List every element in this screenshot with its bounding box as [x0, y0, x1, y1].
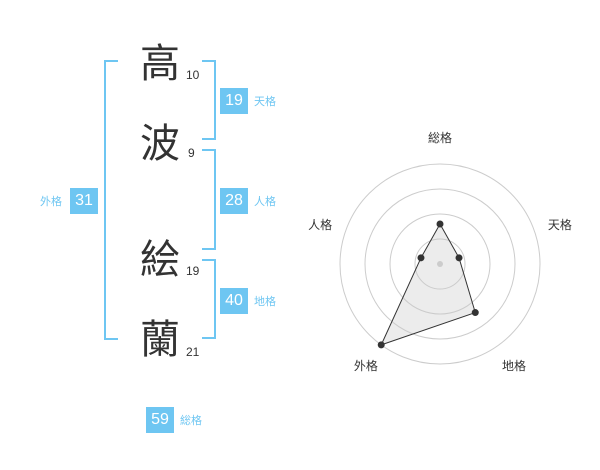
name-char-3: 絵: [140, 237, 180, 283]
tenkaku-value: 19: [220, 88, 248, 114]
radar-rings: [339, 163, 541, 365]
radar-center: [437, 261, 443, 267]
radar-point-0: [436, 220, 444, 228]
radar-ring: [339, 163, 541, 365]
stroke-count-1: 10: [186, 68, 200, 82]
radar-axis-label-4: 人格: [308, 217, 332, 232]
jinkaku-bracket: [202, 149, 216, 250]
gaikaku-value: 31: [70, 188, 98, 214]
radar-point-4: [417, 254, 425, 262]
radar-axis-label-2: 地格: [502, 358, 526, 373]
radar-point-1: [455, 254, 463, 262]
radar-points: [377, 220, 479, 349]
stroke-count-4: 21: [186, 345, 200, 359]
chikaku-bracket: [202, 259, 216, 339]
gaikaku-bracket: [104, 60, 118, 340]
radar-axis-label-3: 外格: [354, 358, 378, 373]
stroke-count-3: 19: [186, 264, 200, 278]
radar-axis-label-1: 天格: [548, 217, 572, 232]
name-char-4: 蘭: [140, 317, 180, 363]
gaikaku-label: 外格: [40, 195, 62, 208]
soukaku-value: 59: [146, 407, 174, 433]
stroke-count-2: 9: [188, 146, 195, 160]
chikaku-value: 40: [220, 288, 248, 314]
radar-ring: [364, 188, 516, 340]
radar-axis-label-0: 総格: [428, 130, 452, 145]
name-char-1: 高: [140, 41, 180, 87]
radar-point-2: [471, 309, 479, 317]
tenkaku-label: 天格: [254, 95, 276, 108]
jinkaku-label: 人格: [254, 195, 276, 208]
name-char-2: 波: [140, 121, 180, 167]
radar-ring: [389, 213, 491, 315]
radar-point-3: [377, 341, 385, 349]
radar-ring: [414, 238, 466, 290]
soukaku-label: 総格: [180, 414, 202, 427]
chikaku-label: 地格: [254, 295, 276, 308]
tenkaku-bracket: [202, 60, 216, 140]
radar-area: [380, 222, 476, 346]
jinkaku-value: 28: [220, 188, 248, 214]
